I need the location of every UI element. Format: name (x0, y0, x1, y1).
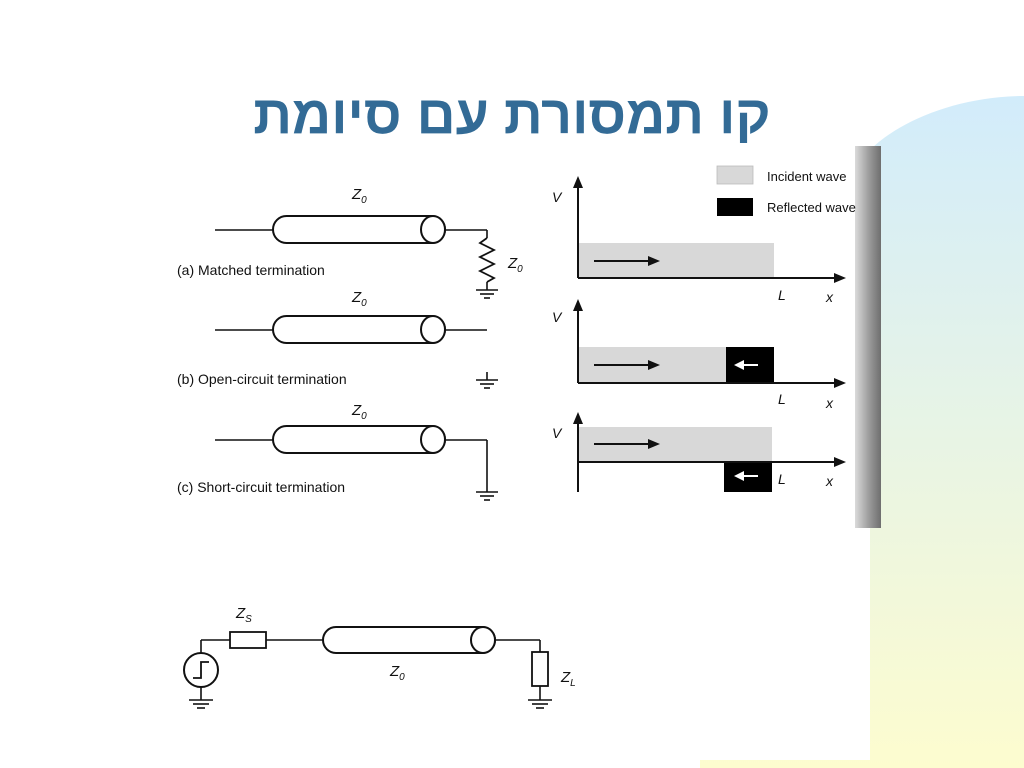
axis-l-label-1: L (778, 287, 786, 303)
axis-v-label-3: V (552, 425, 563, 441)
ground-symbol-b (476, 372, 498, 389)
coax-line-c (272, 425, 446, 454)
load-impedance-label: ZL (560, 669, 576, 689)
axis-v-label-1: V (552, 189, 563, 205)
ground-symbol-a (476, 289, 498, 299)
bottom-line-impedance-label: Z0 (389, 663, 405, 683)
axis-v-label-2: V (552, 309, 563, 325)
line-impedance-label-a: Z0 (351, 186, 367, 206)
axis-l-label-2: L (778, 391, 786, 407)
legend-reflected-label: Reflected wave (767, 200, 856, 215)
scanned-page-edge (852, 146, 881, 528)
circuit-open: Z0 (b) Open-circuit termination (177, 289, 498, 389)
reflected-arrow-2 (734, 360, 744, 370)
legend-swatch-reflected (717, 198, 753, 216)
incident-arrow-3 (648, 439, 660, 449)
ground-symbol-load (528, 699, 552, 709)
page-title: קו תמסורת עם סיומת (253, 85, 771, 145)
wave-plot-short: V L x (552, 412, 846, 492)
coax-line-bottom (322, 626, 496, 654)
transmission-line-figure: Z0 Z0 (a) Matched termination Z0 (b) Ope… (165, 146, 856, 740)
axis-x-label-1: x (825, 289, 834, 305)
axis-l-label-3: L (778, 471, 786, 487)
load-resistor (531, 651, 549, 687)
legend-swatch-incident (716, 165, 754, 185)
legend-incident-label: Incident wave (767, 169, 847, 184)
ground-symbol-source (189, 699, 213, 709)
line-impedance-label-c: Z0 (351, 402, 367, 422)
wave-plot-open: V L x (552, 299, 846, 411)
source-resistor (229, 631, 267, 649)
load-impedance-label-a: Z0 (507, 255, 523, 275)
circuit-short: Z0 (c) Short-circuit termination (177, 402, 498, 501)
ground-symbol-c (476, 491, 498, 501)
circuit-matched: Z0 Z0 (a) Matched termination (177, 186, 523, 299)
caption-open: (b) Open-circuit termination (177, 371, 347, 387)
incident-arrow-1 (648, 256, 660, 266)
resistor-load-a (477, 237, 497, 283)
line-impedance-label-b: Z0 (351, 289, 367, 309)
caption-matched: (a) Matched termination (177, 262, 325, 278)
coax-line-b (272, 315, 446, 344)
coax-line-a (272, 215, 446, 244)
wave-plot-matched: V L x (552, 176, 846, 305)
axis-x-label-2: x (825, 395, 834, 411)
source-impedance-label: ZS (235, 605, 252, 625)
axis-x-label-3: x (825, 473, 834, 489)
decorative-arc-shape (700, 96, 1024, 768)
caption-short: (c) Short-circuit termination (177, 479, 345, 495)
reflected-arrow-3 (734, 471, 744, 481)
source-load-circuit: ZS Z0 ZL (183, 605, 576, 709)
incident-arrow-2 (648, 360, 660, 370)
legend: Incident wave Reflected wave (716, 165, 856, 216)
